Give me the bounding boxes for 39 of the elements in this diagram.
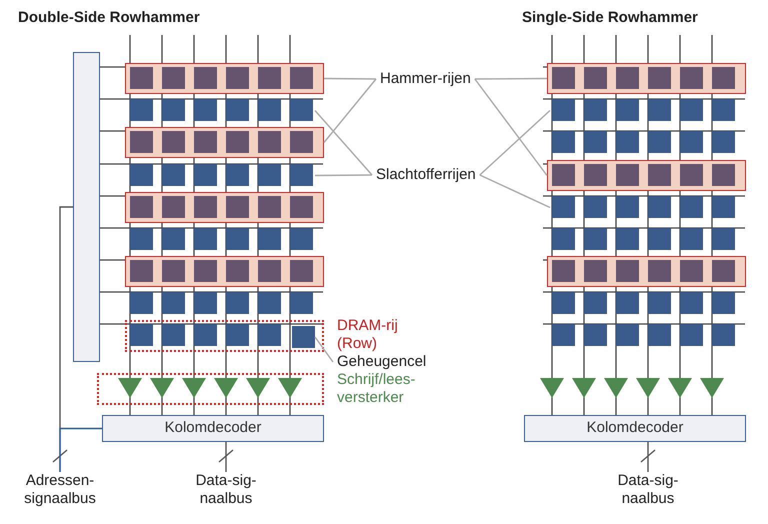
memory-cell-row	[550, 99, 737, 122]
memory-cell-row	[550, 196, 737, 219]
column-decoder-block: Kolomdecoder	[524, 415, 746, 442]
hammer-row-highlight	[547, 256, 746, 287]
leader-line	[479, 174, 550, 208]
column-decoder-block: Kolomdecoder	[102, 415, 324, 442]
hammer-row-highlight	[125, 127, 324, 158]
leader-line	[314, 336, 334, 362]
hammer-row-highlight	[547, 63, 746, 94]
bus-line	[225, 442, 227, 472]
hammer-row-highlight	[125, 63, 324, 94]
row-decoder-block	[73, 52, 100, 362]
callout-label: Hammer-rijen	[380, 70, 471, 88]
callout-label: Slachtofferrijen	[376, 166, 476, 184]
bus-label: Adressen- signaalbus	[12, 472, 108, 508]
leader-line	[474, 78, 548, 176]
bus-line	[647, 442, 649, 472]
amplifier-outline	[97, 373, 324, 405]
leader-line	[474, 78, 547, 80]
leader-line	[324, 78, 376, 80]
callout-label: Geheugencel	[337, 353, 426, 371]
panel-title: Single-Side Rowhammer	[522, 9, 698, 27]
hammer-row-highlight	[547, 160, 746, 191]
row-outline	[125, 320, 324, 352]
leader-line	[315, 174, 372, 176]
hammer-row-highlight	[125, 192, 324, 223]
bus-line	[59, 428, 102, 472]
memory-cell-row	[128, 164, 315, 187]
row-label: DRAM-rij (Row)	[337, 317, 399, 353]
leader-line	[479, 110, 550, 176]
hammer-row-highlight	[125, 256, 324, 287]
memory-cell	[292, 326, 315, 348]
memory-cell-row	[128, 99, 315, 122]
bus-label: Data-sig- naalbus	[186, 472, 266, 508]
leader-line	[314, 110, 373, 176]
panel-title: Double-Side Rowhammer	[18, 9, 200, 27]
bus-label: Data-sig- naalbus	[608, 472, 688, 508]
leader-line	[323, 78, 377, 143]
amplifier-label: Schrijf/lees- versterker	[337, 371, 416, 407]
